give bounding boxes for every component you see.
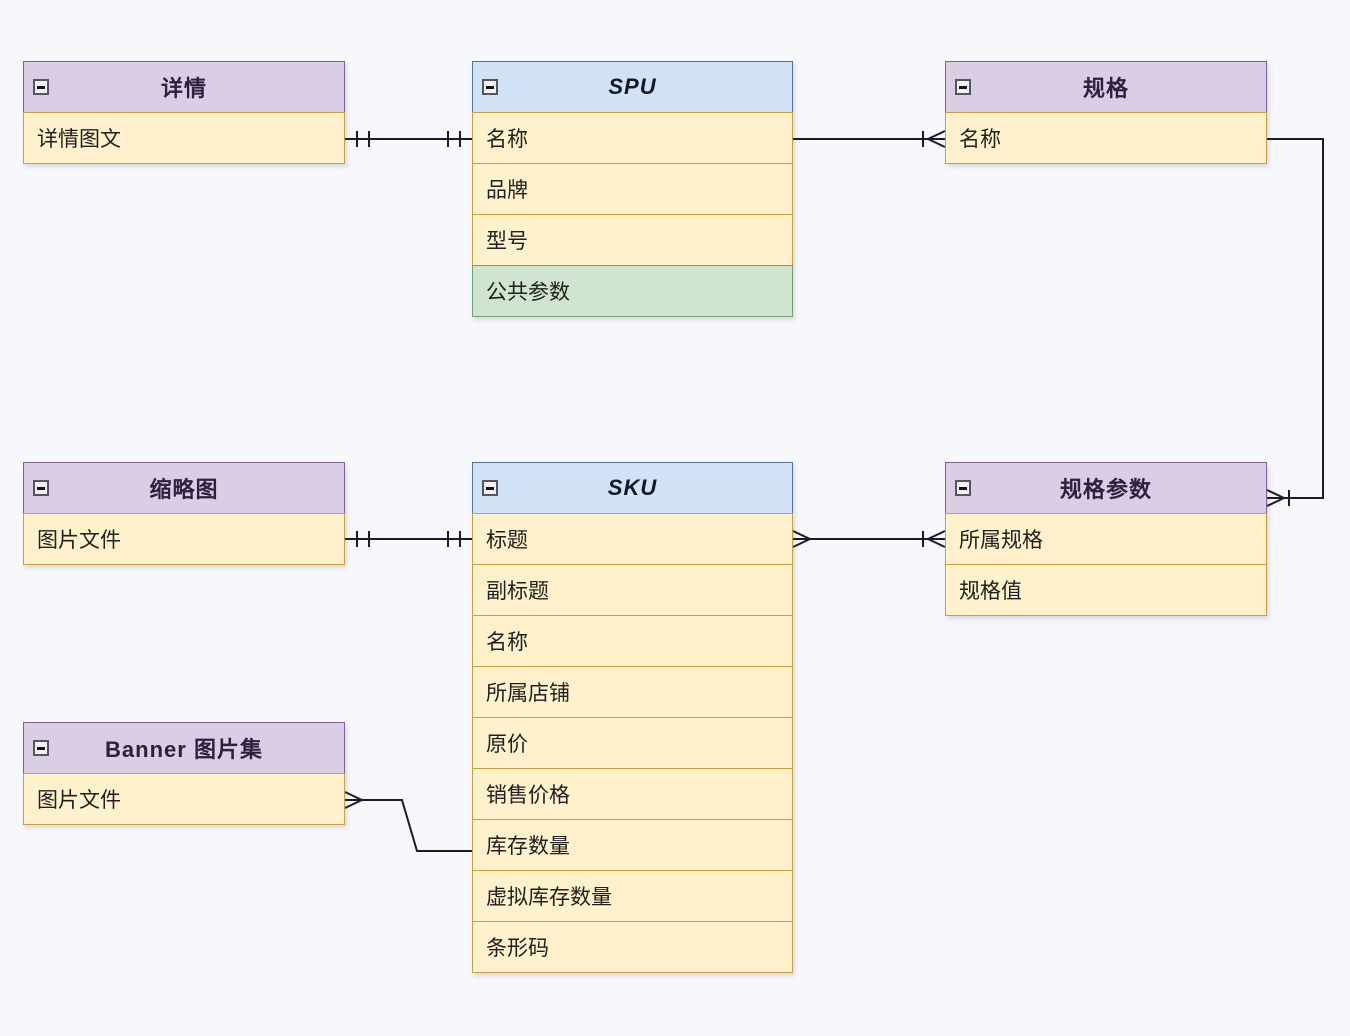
entity-header-spec[interactable]: 规格 [945, 61, 1267, 113]
entity-header-spu[interactable]: SPU [472, 61, 793, 113]
collapse-icon[interactable] [482, 480, 498, 496]
collapse-icon[interactable] [955, 480, 971, 496]
minus-glyph [486, 85, 494, 89]
connector-sku-specparam[interactable] [792, 530, 946, 548]
entity-spec-param[interactable]: 规格参数所属规格规格值 [945, 462, 1267, 616]
entity-title: SKU [607, 475, 658, 500]
collapse-icon[interactable] [955, 79, 971, 95]
entity-row-spu-1[interactable]: 品牌 [472, 163, 793, 215]
entity-spu[interactable]: SPU 名称品牌型号公共参数 [472, 61, 793, 317]
entity-row-sku-8[interactable]: 条形码 [472, 921, 793, 973]
cardinality-marker [922, 130, 946, 148]
entity-title: 规格 [1082, 76, 1129, 101]
connector-banner-sku[interactable] [344, 791, 472, 852]
collapse-icon[interactable] [33, 79, 49, 95]
entity-detail[interactable]: 详情详情图文 [23, 61, 345, 164]
entity-row-spu-0[interactable]: 名称 [472, 112, 793, 164]
entity-title: 详情 [160, 76, 207, 101]
entity-row-spec-param-0[interactable]: 所属规格 [945, 513, 1267, 565]
entity-header-sku[interactable]: SKU [472, 462, 793, 514]
entity-sku[interactable]: SKU 标题副标题名称所属店铺原价销售价格库存数量虚拟库存数量条形码 [472, 462, 793, 973]
entity-row-detail-0[interactable]: 详情图文 [23, 112, 345, 164]
entity-spec[interactable]: 规格名称 [945, 61, 1267, 164]
entity-title: Banner 图片集 [105, 737, 263, 762]
entity-header-banner[interactable]: Banner 图片集 [23, 722, 345, 774]
entity-row-spec-0[interactable]: 名称 [945, 112, 1267, 164]
minus-glyph [959, 486, 967, 490]
cardinality-marker [356, 531, 461, 547]
cardinality-marker [1266, 489, 1290, 507]
entity-row-banner-0[interactable]: 图片文件 [23, 773, 345, 825]
entity-banner[interactable]: Banner 图片集图片文件 [23, 722, 345, 825]
entity-row-sku-0[interactable]: 标题 [472, 513, 793, 565]
entity-row-sku-2[interactable]: 名称 [472, 615, 793, 667]
entity-header-thumbnail[interactable]: 缩略图 [23, 462, 345, 514]
cardinality-marker [792, 530, 946, 548]
connector-spu-spec[interactable] [793, 130, 946, 148]
collapse-icon[interactable] [33, 740, 49, 756]
minus-glyph [959, 85, 967, 89]
entity-row-thumbnail-0[interactable]: 图片文件 [23, 513, 345, 565]
entity-row-spu-2[interactable]: 型号 [472, 214, 793, 266]
entity-header-spec-param[interactable]: 规格参数 [945, 462, 1267, 514]
entity-header-detail[interactable]: 详情 [23, 61, 345, 113]
connector-detail-spu[interactable] [345, 131, 472, 147]
entity-row-sku-4[interactable]: 原价 [472, 717, 793, 769]
entity-row-spu-3[interactable]: 公共参数 [472, 265, 793, 317]
entity-title: 缩略图 [149, 477, 219, 502]
entity-row-sku-6[interactable]: 库存数量 [472, 819, 793, 871]
connector-thumbnail-sku[interactable] [345, 531, 472, 547]
entity-row-sku-5[interactable]: 销售价格 [472, 768, 793, 820]
entity-title: SPU [608, 74, 657, 99]
collapse-icon[interactable] [33, 480, 49, 496]
minus-glyph [37, 486, 45, 490]
cardinality-marker [344, 791, 363, 809]
cardinality-marker [356, 131, 461, 147]
entity-row-sku-1[interactable]: 副标题 [472, 564, 793, 616]
connector-spec-specparam[interactable] [1266, 138, 1324, 507]
entity-row-spec-param-1[interactable]: 规格值 [945, 564, 1267, 616]
minus-glyph [37, 85, 45, 89]
entity-row-sku-3[interactable]: 所属店铺 [472, 666, 793, 718]
collapse-icon[interactable] [482, 79, 498, 95]
entity-thumbnail[interactable]: 缩略图图片文件 [23, 462, 345, 565]
entity-title: 规格参数 [1059, 477, 1152, 502]
entity-row-sku-7[interactable]: 虚拟库存数量 [472, 870, 793, 922]
minus-glyph [37, 746, 45, 750]
minus-glyph [486, 486, 494, 490]
